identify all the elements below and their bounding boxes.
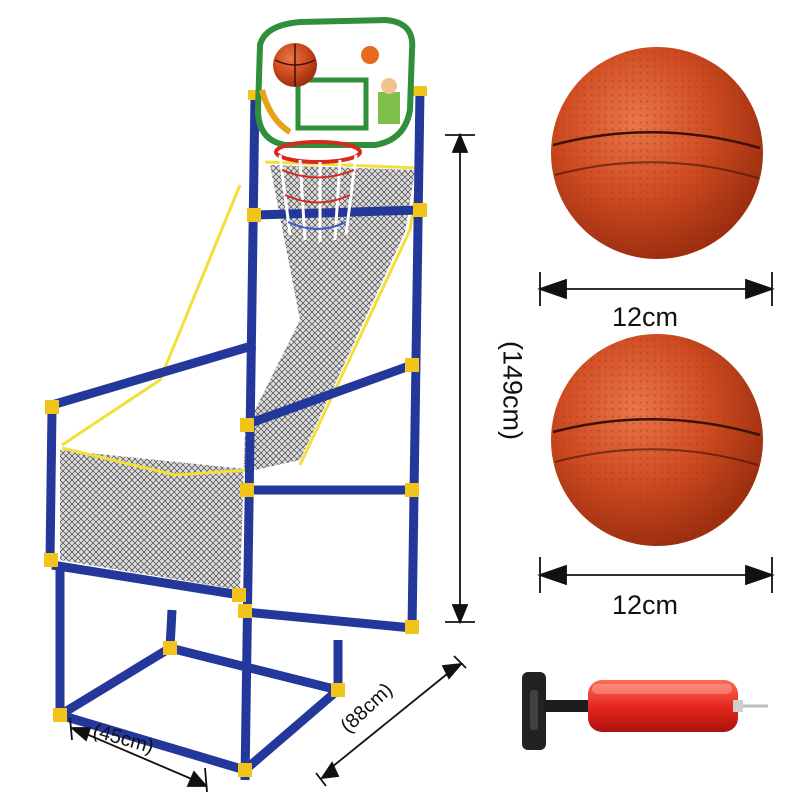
- backboard: [254, 16, 416, 148]
- basketball-top: [551, 47, 763, 259]
- net: [60, 165, 415, 590]
- hand-pump: [522, 672, 768, 750]
- ball-diameter-label-top: 12cm: [612, 302, 679, 332]
- height-label: (149cm): [497, 340, 528, 441]
- basketball-bottom: [551, 334, 763, 546]
- hoop-rim: [274, 140, 362, 242]
- ball-diameter-label-bottom: 12cm: [612, 590, 679, 620]
- hoop-stand: [44, 16, 427, 781]
- dimension-lines: [69, 132, 775, 793]
